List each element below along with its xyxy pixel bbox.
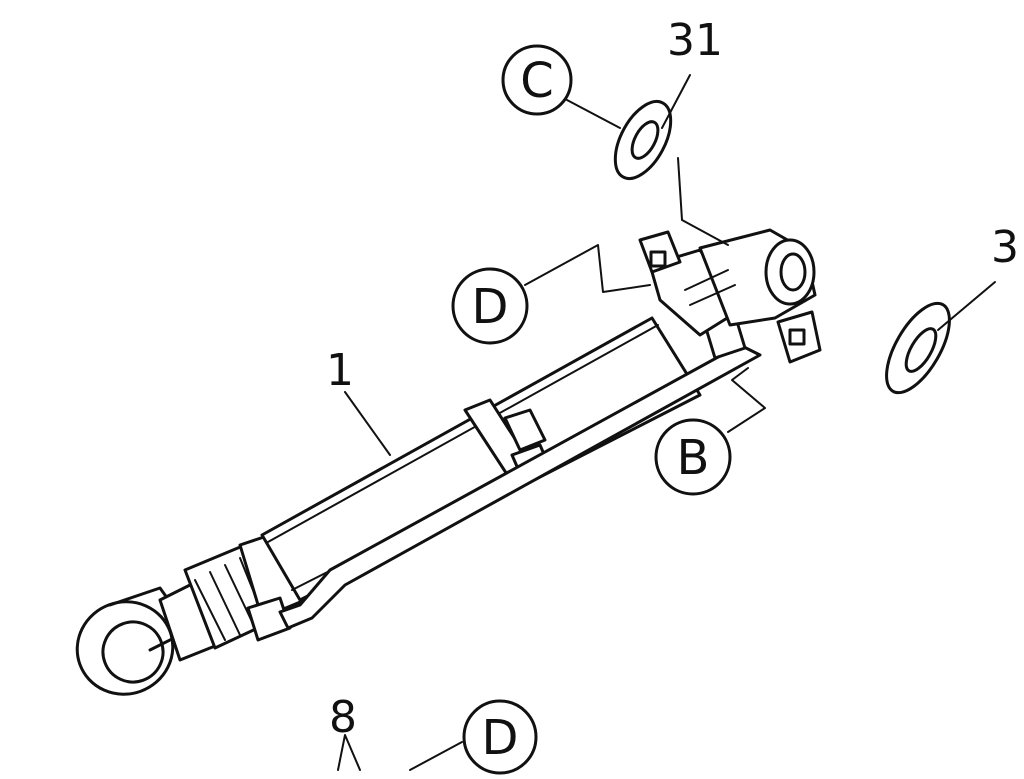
- rod-eye: [75, 586, 192, 696]
- part-number-1: 1: [326, 345, 354, 396]
- part-number-8: 8: [329, 692, 357, 743]
- leader-d-upper: [524, 244, 651, 293]
- leader-c: [566, 99, 621, 129]
- leader-b: [727, 367, 766, 433]
- reference-bubble-c: C: [501, 44, 573, 116]
- reference-letter-d-lower: D: [482, 710, 519, 766]
- reference-letter-c: C: [520, 53, 554, 109]
- reference-bubble-d-upper: D: [451, 267, 529, 345]
- part-number-3: 3: [991, 222, 1019, 273]
- leader-8: [337, 734, 361, 771]
- leader-3: [937, 281, 996, 331]
- leader-31: [661, 74, 691, 129]
- reference-bubble-d-lower: D: [462, 699, 538, 775]
- reference-letter-d-upper: D: [472, 279, 509, 335]
- cylinder-head: [638, 228, 822, 364]
- reference-bubble-b: B: [654, 418, 732, 496]
- leader-head: [677, 157, 729, 246]
- washer-31: [613, 100, 673, 180]
- leader-1: [344, 391, 391, 456]
- reference-letter-b: B: [677, 430, 710, 486]
- leader-d-lower: [409, 741, 463, 771]
- gland-assembly: [158, 528, 307, 662]
- part-number-31: 31: [667, 15, 723, 66]
- washer-3: [885, 301, 951, 395]
